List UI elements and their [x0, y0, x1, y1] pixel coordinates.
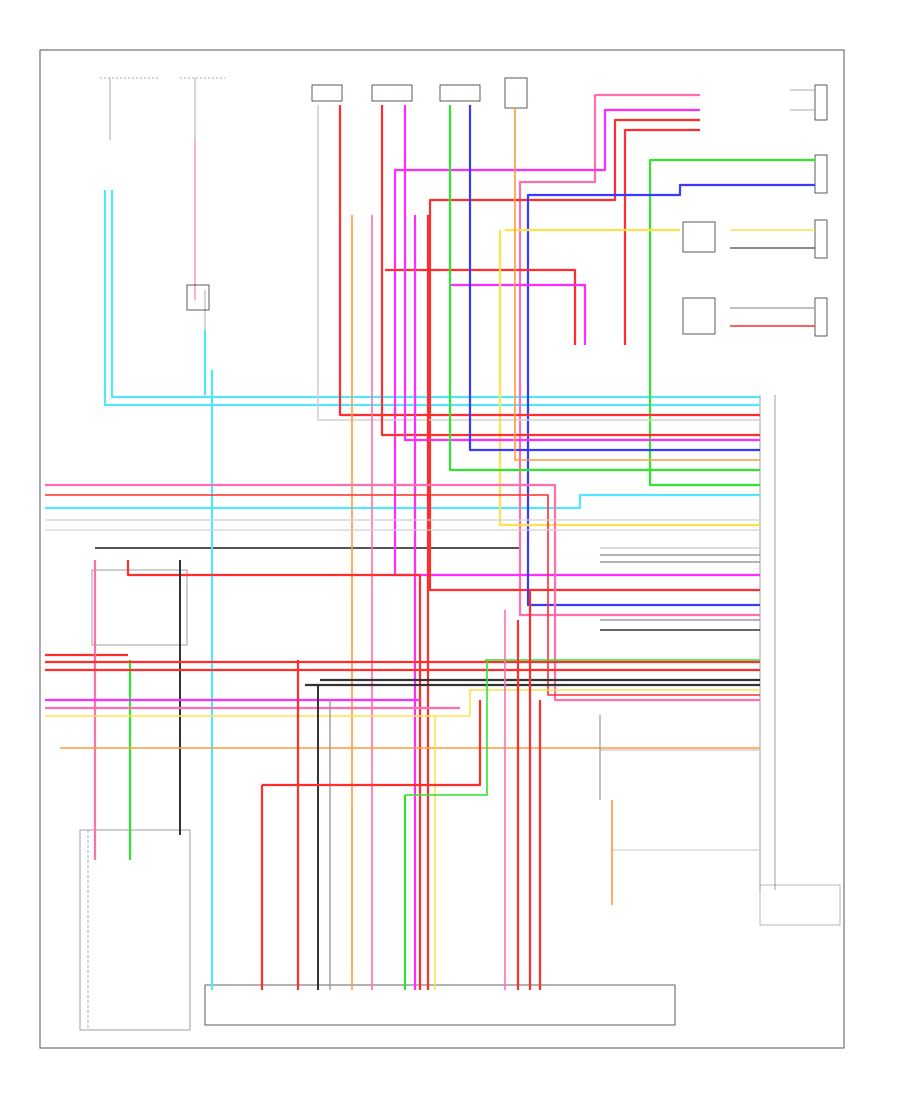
top-connectors — [311, 77, 528, 109]
diagram-frame — [39, 49, 845, 1049]
wire-blue-top — [526, 183, 815, 607]
connector-right-front — [439, 84, 481, 102]
wire-red-mid-1 — [385, 268, 577, 345]
right-speaker-connectors — [682, 84, 828, 337]
wire-engine-1 — [317, 105, 760, 421]
connector-engine — [311, 84, 343, 102]
fuse-block-top-left — [100, 77, 225, 360]
wire-drop-red3 — [262, 700, 482, 787]
wire-red-top-3 — [428, 118, 760, 592]
bottom-connector-strip — [204, 984, 676, 1026]
wire-yellow-long — [498, 230, 760, 527]
wire-rf-1 — [448, 105, 760, 472]
wire-red-top-4 — [623, 128, 700, 345]
connector-optional — [504, 77, 528, 109]
wire-pink-top-2 — [393, 108, 760, 577]
wire-engine-2 — [338, 105, 760, 417]
wire-green-top — [648, 158, 815, 487]
connector-left-front — [371, 84, 413, 102]
wire-lf-1 — [380, 105, 760, 437]
wire-left-pink — [45, 483, 760, 702]
wire-band-yellow — [45, 689, 760, 717]
mid-left-relay-block — [91, 547, 520, 646]
wire-relay-red — [126, 560, 422, 990]
wire-cyan-2 — [110, 190, 760, 399]
wire-lf-2 — [403, 105, 760, 442]
bottom-left-switch-block — [79, 829, 191, 1031]
audio-unit-connector — [759, 395, 841, 926]
wire-cyan-5 — [45, 493, 760, 510]
wire-pink-top-1 — [518, 93, 760, 617]
wire-left-red — [45, 494, 760, 696]
wire-pink-mid — [450, 283, 587, 345]
wire-rf-2 — [468, 105, 760, 452]
wire-group — [45, 93, 815, 990]
wire-opt — [514, 108, 760, 461]
wire-cyan-1 — [103, 190, 760, 407]
wire-drop-green2 — [405, 660, 488, 796]
